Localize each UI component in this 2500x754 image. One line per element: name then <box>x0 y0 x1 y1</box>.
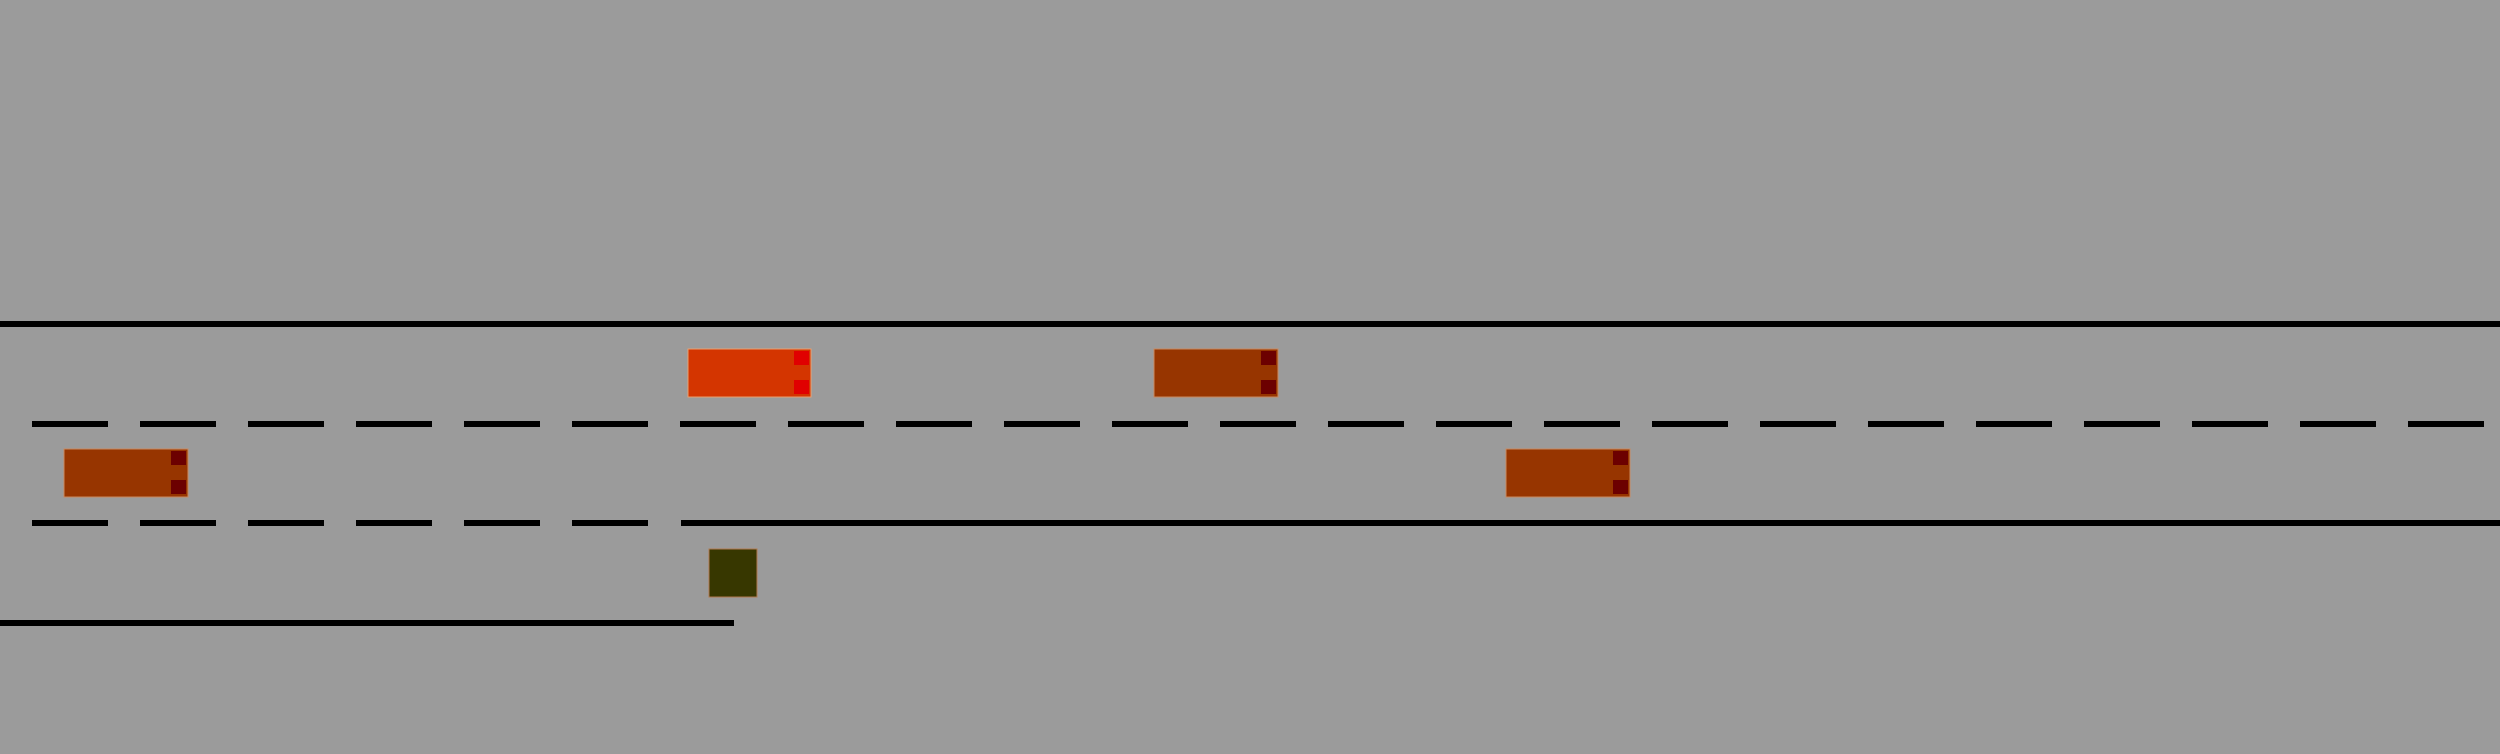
ego-vehicle <box>687 348 812 398</box>
vehicle-taillight <box>794 380 809 394</box>
merge-end-block <box>708 548 758 598</box>
other-vehicle <box>1505 448 1631 498</box>
other-vehicle <box>1153 348 1279 398</box>
vehicle-taillight <box>1613 451 1628 465</box>
vehicle-taillight <box>171 480 186 494</box>
vehicle-taillight <box>1261 351 1276 365</box>
vehicle-taillight <box>1261 380 1276 394</box>
vehicle-taillight <box>1613 480 1628 494</box>
vehicle-taillight <box>794 351 809 365</box>
vehicle-taillight <box>171 451 186 465</box>
other-vehicle <box>63 448 189 498</box>
